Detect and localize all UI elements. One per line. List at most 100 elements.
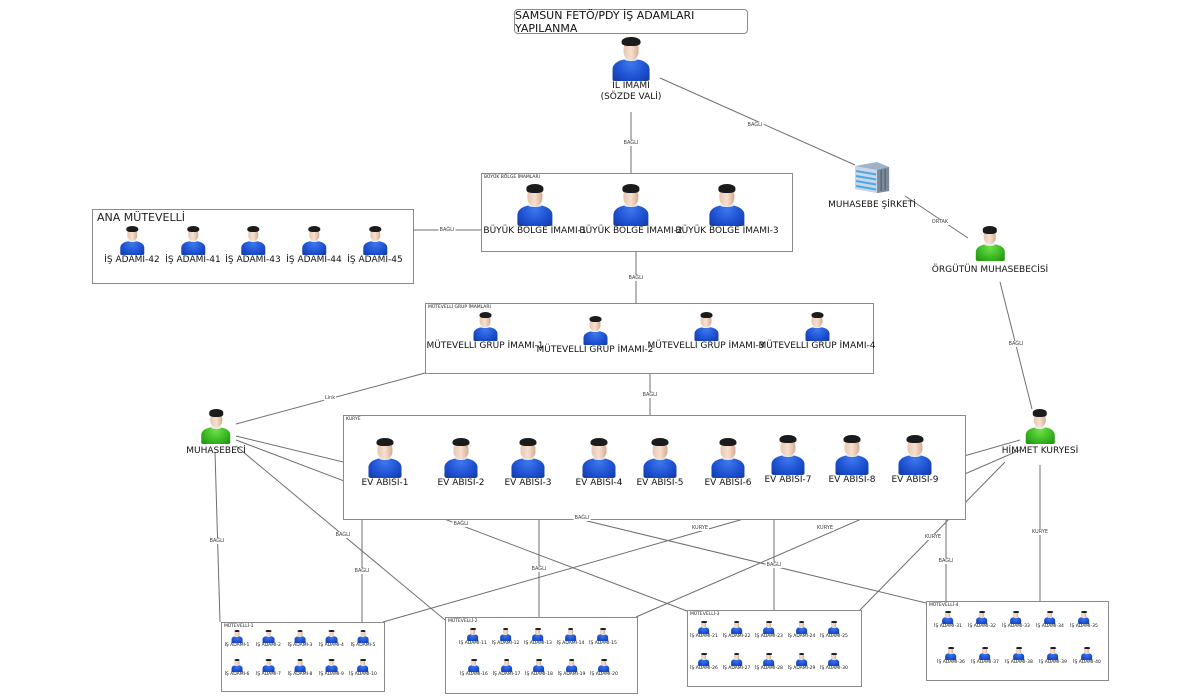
group-member[interactable]: İŞ ADAMI-36	[937, 646, 965, 666]
group-member[interactable]: İŞ ADAMI-5	[351, 629, 375, 649]
edge-label: KURYE	[690, 525, 710, 531]
person-blue-icon	[596, 627, 610, 641]
group-member[interactable]: İŞ ADAMI-39	[1039, 646, 1067, 666]
group-member[interactable]: İŞ ADAMI-30	[820, 652, 848, 672]
group-member[interactable]: İŞ ADAMI-13	[524, 627, 552, 647]
group-member[interactable]: İŞ ADAMI-4	[319, 629, 344, 649]
group-member[interactable]: İŞ ADAMI-40	[1073, 646, 1101, 666]
group-member[interactable]: İŞ ADAMI-38	[1005, 646, 1033, 666]
person-blue-icon	[894, 433, 936, 475]
group-member[interactable]: EV ABİSİ-8	[828, 433, 876, 486]
node-sublabel: (SÖZDE VALİ)	[600, 92, 662, 102]
group-member[interactable]: İŞ ADAMI-14	[557, 627, 584, 647]
group-member[interactable]: İŞ ADAMI-41	[165, 225, 221, 266]
person-blue-icon	[795, 620, 809, 634]
group-member[interactable]: İŞ ADAMI-44	[286, 225, 342, 266]
node-il-imami[interactable]: İL İMAMI (SÖZDE VALİ)	[600, 35, 662, 103]
group-member[interactable]: EV ABİSİ-9	[891, 433, 939, 486]
group-member[interactable]: EV ABISI-1	[361, 436, 409, 489]
group-member[interactable]: BÜYÜK BÖLGE İMAMI-2	[579, 182, 683, 237]
member-label: İŞ ADAMI-35	[1070, 624, 1098, 629]
person-blue-icon	[697, 652, 711, 666]
group-member[interactable]: EV ABİSİ-7	[764, 433, 812, 486]
group-member[interactable]: İŞ ADAMI-26	[690, 652, 718, 672]
group-member[interactable]: İŞ ADAMI-12	[492, 627, 519, 647]
edge-label: BAĞLI	[530, 566, 548, 572]
node-himmet-kuryesi[interactable]: HİMMET KURYESİ	[1002, 408, 1078, 457]
person-blue-icon	[513, 182, 557, 226]
group-member[interactable]: İŞ ADAMI-24	[788, 620, 815, 640]
group-member[interactable]: İŞ ADAMI-16	[460, 658, 488, 678]
group-member[interactable]: İŞ ADAMI-8	[288, 658, 312, 678]
group-member[interactable]: MÜTEVELLİ GRUP İMAMI-2	[537, 315, 654, 356]
group-member[interactable]: İŞ ADAMI-28	[755, 652, 783, 672]
member-label: İŞ ADAMI-1	[224, 643, 250, 648]
member-label: İŞ ADAMI-38	[1005, 660, 1033, 665]
group-label: MÜTEVELLİ-4	[929, 603, 959, 608]
group-member[interactable]: İŞ ADAMI-32	[968, 610, 996, 630]
person-blue-icon	[507, 436, 549, 478]
node-orgutun-muhasebecisi[interactable]: ÖRGÜTÜN MUHASEBECİSİ	[932, 225, 1048, 276]
group-member[interactable]: İŞ ADAMI-42	[104, 225, 160, 266]
group-member[interactable]: EV ABİSİ-3	[504, 436, 552, 489]
group-member[interactable]: İŞ ADAMI-33	[1002, 610, 1030, 630]
member-label: İŞ ADAMI-31	[934, 624, 962, 629]
group-member[interactable]: EV ABİSİ-5	[636, 436, 684, 489]
group-member[interactable]: İŞ ADAMI-15	[589, 627, 617, 647]
group-member[interactable]: İŞ ADAMI-3	[288, 629, 312, 649]
group-member[interactable]: MÜTEVELLİ GRUP İMAMI-4	[759, 311, 876, 352]
group-member[interactable]: İŞ ADAMI-27	[723, 652, 750, 672]
group-member[interactable]: EV ABİSİ-4	[575, 436, 623, 489]
group-member[interactable]: MÜTEVELLİ GRUP İMAMI-1	[427, 311, 544, 352]
member-label: EV ABİSİ-8	[828, 475, 876, 485]
group-member[interactable]: EV ABİSİ-6	[704, 436, 752, 489]
group-mutevelli-2[interactable]: MÜTEVELLİ-2	[445, 617, 638, 694]
person-blue-icon	[802, 311, 832, 341]
group-member[interactable]: İŞ ADAMI-43	[225, 225, 281, 266]
group-member[interactable]: BÜYÜK BÖLGE İMAMI-3	[675, 182, 779, 237]
member-label: İŞ ADAMI-15	[589, 641, 617, 646]
member-label: İŞ ADAMI-40	[1073, 660, 1101, 665]
edge-label: BAĞLI	[641, 392, 659, 398]
group-member[interactable]: İŞ ADAMI-25	[820, 620, 848, 640]
member-label: İŞ ADAMI-30	[820, 666, 848, 671]
group-member[interactable]: İŞ ADAMI-20	[590, 658, 618, 678]
diagram-title: SAMSUN FETÖ/PDY İŞ ADAMLARI YAPILANMA	[514, 9, 748, 35]
group-member[interactable]: İŞ ADAMI-18	[525, 658, 553, 678]
node-muhasebe-sirketi[interactable]: MUHASEBE ŞİRKETİ	[828, 160, 916, 211]
group-member[interactable]: İŞ ADAMI-29	[788, 652, 815, 672]
member-label: EV ABİSİ-3	[504, 478, 552, 488]
member-label: İŞ ADAMI-34	[1036, 624, 1064, 629]
group-member[interactable]: İŞ ADAMI-1	[224, 629, 250, 649]
group-mutevelli-grup-imamlari[interactable]: MÜTEVELLİ GRUP İMAMLARI	[425, 303, 874, 374]
group-member[interactable]: İŞ ADAMI-23	[755, 620, 783, 640]
group-member[interactable]: İŞ ADAMI-17	[493, 658, 520, 678]
group-mutevelli-1[interactable]: MÜTEVELLİ-1	[221, 622, 385, 692]
group-member[interactable]: İŞ ADAMI-22	[723, 620, 750, 640]
group-member[interactable]: İŞ ADAMI-21	[690, 620, 718, 640]
group-member[interactable]: EV ABİSİ-2	[437, 436, 485, 489]
node-label: İL İMAMI	[612, 81, 650, 91]
member-label: İŞ ADAMI-7	[256, 672, 281, 677]
person-blue-icon	[230, 629, 244, 643]
member-label: EV ABİSİ-2	[437, 478, 485, 488]
group-member[interactable]: İŞ ADAMI-9	[319, 658, 344, 678]
group-member[interactable]: İŞ ADAMI-6	[225, 658, 249, 678]
group-member[interactable]: İŞ ADAMI-35	[1070, 610, 1098, 630]
person-blue-icon	[565, 658, 579, 672]
group-member[interactable]: MÜTEVELLİ GRUP İMAMI-3	[648, 311, 765, 352]
group-member[interactable]: İŞ ADAMI-7	[256, 658, 281, 678]
group-member[interactable]: BÜYÜK BÖLGE İMAMI-1	[483, 182, 587, 237]
group-member[interactable]: İŞ ADAMI-34	[1036, 610, 1064, 630]
group-member[interactable]: İŞ ADAMI-10	[349, 658, 377, 678]
group-member[interactable]: İŞ ADAMI-37	[971, 646, 999, 666]
group-member[interactable]: İŞ ADAMI-2	[256, 629, 281, 649]
group-member[interactable]: İŞ ADAMI-11	[459, 627, 487, 647]
edge-label: BAĞLI	[573, 515, 591, 521]
edge-label: BAĞLI	[627, 275, 645, 281]
person-blue-icon	[261, 658, 275, 672]
group-member[interactable]: İŞ ADAMI-31	[934, 610, 962, 630]
node-muhasebeci[interactable]: MUHASEBECİ	[186, 408, 246, 457]
group-member[interactable]: İŞ ADAMI-19	[558, 658, 585, 678]
group-member[interactable]: İŞ ADAMI-45	[347, 225, 403, 266]
